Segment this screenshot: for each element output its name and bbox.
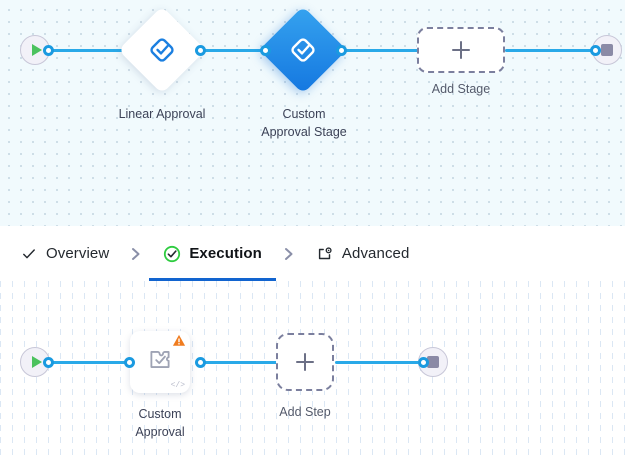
chevron-right-icon bbox=[113, 226, 159, 281]
stage-node-custom-approval-stage[interactable] bbox=[259, 6, 347, 94]
approval-task-icon bbox=[146, 346, 174, 379]
step-custom-approval-input-port[interactable] bbox=[124, 357, 135, 368]
approval-diamond-icon bbox=[288, 35, 318, 65]
stage-flow-canvas[interactable]: Linear Approval Custom Approval Stage Ad… bbox=[0, 0, 625, 226]
stage-node-label: Linear Approval bbox=[118, 107, 206, 121]
step-custom-approval-output-port[interactable] bbox=[195, 357, 206, 368]
card-gear-icon bbox=[316, 245, 334, 263]
tab-execution[interactable]: Execution bbox=[149, 226, 276, 281]
edge-start-to-custom-approval bbox=[43, 361, 153, 364]
play-icon bbox=[31, 356, 42, 368]
step-node-custom-approval[interactable]: </> bbox=[130, 331, 190, 393]
stage-custom-input-port[interactable] bbox=[260, 45, 271, 56]
stop-icon bbox=[601, 44, 613, 56]
tab-label: Execution bbox=[189, 245, 262, 262]
approval-diamond-icon bbox=[147, 35, 177, 65]
stage-linear-output-port[interactable] bbox=[195, 45, 206, 56]
code-badge-icon: </> bbox=[170, 381, 185, 390]
tab-advanced[interactable]: Advanced bbox=[312, 226, 414, 281]
edge-linear-to-custom bbox=[200, 49, 290, 52]
stage-end-input-port[interactable] bbox=[590, 45, 601, 56]
add-stage-label: Add Stage bbox=[431, 82, 491, 96]
stage-custom-output-port[interactable] bbox=[336, 45, 347, 56]
check-icon bbox=[20, 245, 38, 263]
step-end-input-port[interactable] bbox=[418, 357, 429, 368]
add-step-label: Add Step bbox=[279, 405, 331, 419]
plus-icon bbox=[452, 41, 470, 59]
step-node-label: Custom Approval bbox=[135, 407, 185, 439]
chevron-right-icon bbox=[266, 226, 312, 281]
stage-start-output-port[interactable] bbox=[43, 45, 54, 56]
step-flow-canvas[interactable]: </> Custom Approval Add Step bbox=[0, 281, 625, 461]
add-step-button[interactable] bbox=[276, 333, 334, 391]
edge-addstage-to-end bbox=[505, 49, 595, 52]
play-icon bbox=[31, 44, 42, 56]
warning-triangle-icon bbox=[172, 334, 186, 347]
edge-start-to-linear bbox=[43, 49, 148, 52]
edge-custom-approval-to-addstep bbox=[200, 361, 280, 364]
edge-custom-to-addstage bbox=[340, 49, 425, 52]
tab-label: Advanced bbox=[341, 245, 410, 262]
edge-addstep-to-end bbox=[335, 361, 425, 364]
plus-icon bbox=[296, 353, 314, 371]
add-stage-button[interactable] bbox=[417, 27, 505, 73]
tab-label: Overview bbox=[46, 245, 110, 262]
section-tabbar: Overview Execution bbox=[0, 226, 625, 281]
stop-icon bbox=[427, 356, 439, 368]
step-start-output-port[interactable] bbox=[43, 357, 54, 368]
stage-node-linear-approval[interactable] bbox=[118, 6, 206, 94]
tab-overview[interactable]: Overview bbox=[16, 226, 113, 281]
check-circle-icon bbox=[163, 245, 181, 263]
stage-node-label: Custom Approval Stage bbox=[261, 107, 347, 139]
